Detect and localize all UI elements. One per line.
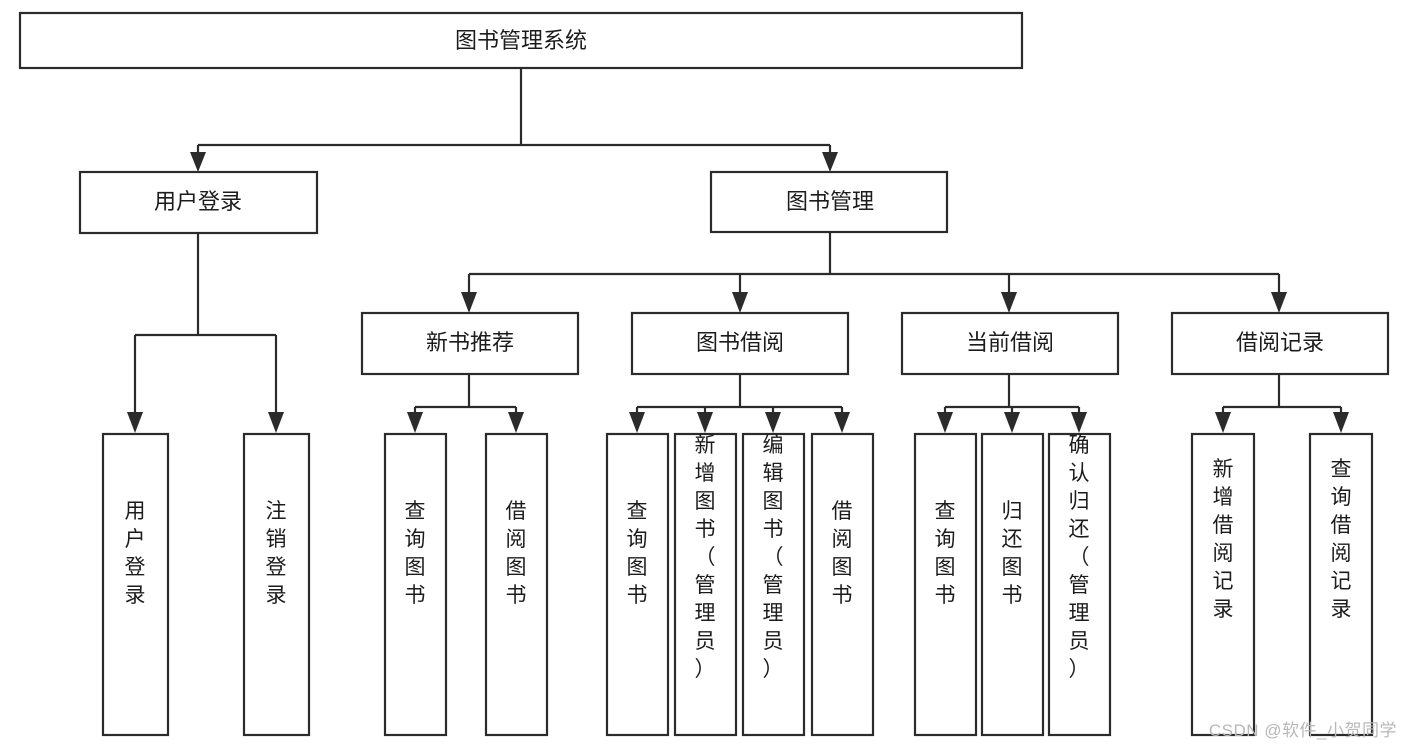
leaf-add-record-label: 新增借阅记录	[1213, 458, 1234, 621]
node-user-login-box	[78, 170, 319, 235]
node-borrow-record-box	[1170, 311, 1390, 376]
arrow-to-leaf-return-book	[1004, 412, 1020, 433]
leaf-query-book-2-box	[605, 432, 670, 737]
arrow-to-leaf-borrow-book-2	[834, 412, 850, 433]
arrow-to-leaf-confirm-return	[1071, 412, 1087, 433]
node-root[interactable]: 图书管理系统	[18, 11, 1024, 70]
leaf-add-book-label: 新增图书（管理员）	[695, 434, 716, 681]
node-borrow-record[interactable]: 借阅记录	[1170, 311, 1390, 376]
leaf-borrow-book-2-label: 借阅图书	[832, 500, 853, 607]
leaf-query-record-box	[1308, 432, 1374, 737]
leaf-borrow-book-1-box	[484, 432, 549, 737]
leaf-edit-book-box	[741, 432, 806, 737]
node-book-management[interactable]: 图书管理	[709, 170, 949, 234]
leaf-user-login-box	[101, 432, 170, 737]
node-book-borrow-box	[630, 311, 850, 376]
node-current-borrow-box	[900, 311, 1120, 376]
leaf-return-book[interactable]: 归还图书	[980, 432, 1045, 737]
node-new-book-recommend[interactable]: 新书推荐	[360, 311, 580, 376]
leaf-query-book-3-label: 查询图书	[935, 500, 956, 607]
node-user-login-label: 用户登录	[154, 189, 242, 214]
leaf-logout-label: 注销登录	[266, 500, 287, 607]
leaf-edit-book-label: 编辑图书（管理员）	[763, 434, 784, 681]
arrow-to-new-book-recommend	[461, 292, 477, 313]
leaf-confirm-return-label: 确认归还（管理员）	[1069, 434, 1090, 681]
leaf-add-book[interactable]: 新增图书（管理员）	[673, 432, 738, 737]
leaf-logout[interactable]: 注销登录	[242, 432, 311, 737]
arrow-to-leaf-edit-book	[765, 412, 781, 433]
arrow-to-leaf-user-login	[127, 412, 143, 433]
leaf-query-book-1[interactable]: 查询图书	[383, 432, 448, 737]
leaf-user-login[interactable]: 用户登录	[101, 432, 170, 737]
leaf-query-book-1-label: 查询图书	[405, 500, 426, 607]
leaf-query-record-label: 查询借阅记录	[1331, 458, 1352, 621]
arrow-to-leaf-query-book-2	[629, 412, 645, 433]
leaf-return-book-box	[980, 432, 1045, 737]
node-root-box	[18, 11, 1024, 70]
leaf-add-record-box	[1190, 432, 1256, 737]
leaf-borrow-book-1-label: 借阅图书	[506, 500, 527, 607]
node-current-borrow[interactable]: 当前借阅	[900, 311, 1120, 376]
node-borrow-record-label: 借阅记录	[1236, 330, 1324, 355]
arrow-to-leaf-query-record	[1333, 412, 1349, 433]
node-root-label: 图书管理系统	[455, 28, 587, 53]
arrow-to-leaf-logout	[268, 412, 284, 433]
leaf-add-record[interactable]: 新增借阅记录	[1190, 432, 1256, 737]
node-current-borrow-label: 当前借阅	[966, 330, 1054, 355]
arrow-to-current-borrow	[1001, 292, 1017, 313]
arrow-to-book-management	[822, 152, 838, 172]
node-new-book-recommend-label: 新书推荐	[426, 330, 514, 355]
leaf-query-book-2-label: 查询图书	[627, 500, 648, 607]
arrow-to-leaf-borrow-book-1	[508, 412, 524, 433]
node-book-borrow-label: 图书借阅	[696, 330, 784, 355]
leaf-edit-book[interactable]: 编辑图书（管理员）	[741, 432, 806, 737]
leaf-query-record[interactable]: 查询借阅记录	[1308, 432, 1374, 737]
leaf-query-book-2[interactable]: 查询图书	[605, 432, 670, 737]
leaf-logout-box	[242, 432, 311, 737]
leaf-confirm-return[interactable]: 确认归还（管理员）	[1047, 432, 1112, 737]
arrow-to-book-borrow	[732, 292, 748, 313]
node-user-login[interactable]: 用户登录	[78, 170, 319, 235]
node-book-management-label: 图书管理	[786, 189, 874, 214]
node-book-management-box	[709, 170, 949, 234]
leaf-confirm-return-box	[1047, 432, 1112, 737]
leaf-add-book-box	[673, 432, 738, 737]
connector-layer	[127, 68, 1349, 433]
arrow-to-leaf-add-record	[1215, 412, 1231, 433]
leaf-borrow-book-2[interactable]: 借阅图书	[810, 432, 875, 737]
arrow-to-user-login	[190, 152, 206, 172]
node-book-borrow[interactable]: 图书借阅	[630, 311, 850, 376]
leaf-return-book-label: 归还图书	[1002, 500, 1023, 607]
arrow-to-leaf-query-book-1	[407, 412, 423, 433]
arrow-to-leaf-add-book	[697, 412, 713, 433]
leaf-query-book-3-box	[913, 432, 978, 737]
csdn-watermark: CSDN @软件_小贺同学	[1208, 721, 1397, 740]
leaf-user-login-label: 用户登录	[125, 500, 146, 607]
leaf-borrow-book-1[interactable]: 借阅图书	[484, 432, 549, 737]
leaf-query-book-1-box	[383, 432, 448, 737]
node-new-book-recommend-box	[360, 311, 580, 376]
leaf-query-book-3[interactable]: 查询图书	[913, 432, 978, 737]
leaf-borrow-book-2-box	[810, 432, 875, 737]
arrow-to-leaf-query-book-3	[937, 412, 953, 433]
arrow-to-borrow-record	[1271, 292, 1287, 313]
